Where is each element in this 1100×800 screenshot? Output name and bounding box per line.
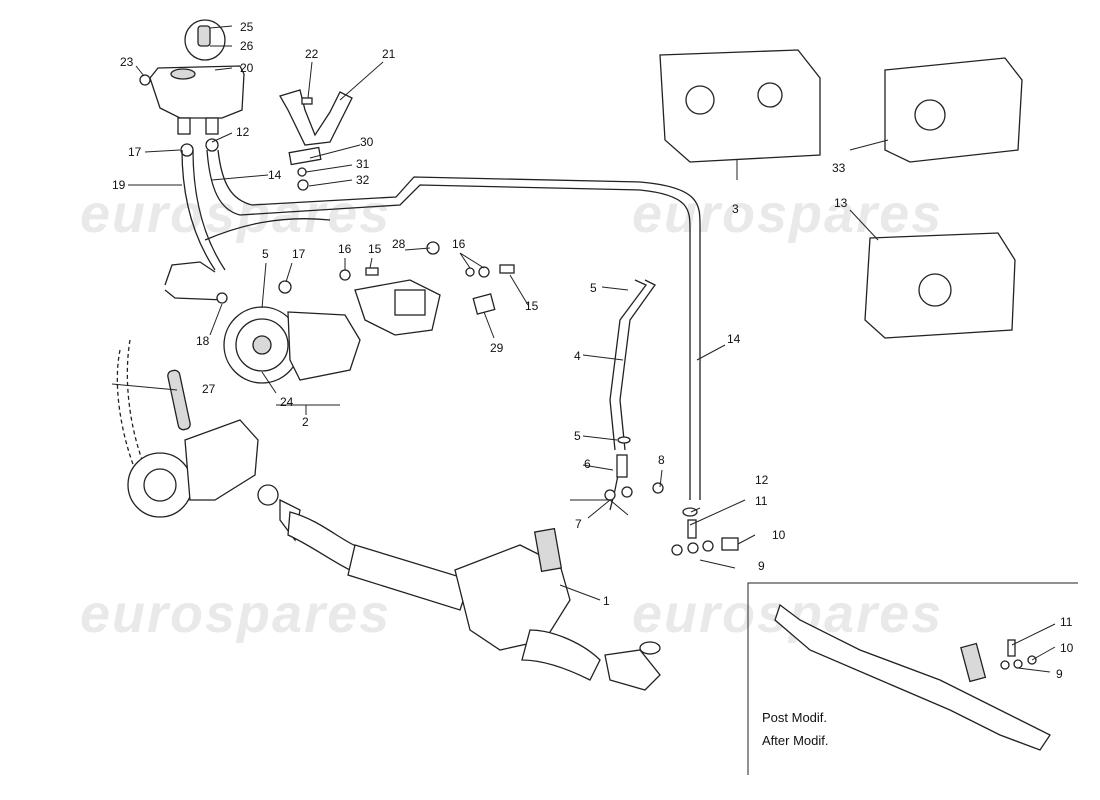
- callout-3: 3: [732, 202, 739, 216]
- callout-25: 25: [240, 20, 254, 34]
- watermark-top-right: eurospares: [632, 184, 943, 244]
- callout-labels: 25 26 23 20 22 21 12 17 30 31 32 19 14 5…: [112, 20, 1074, 681]
- watermark-layer: eurospares eurospares eurospares eurospa…: [80, 184, 943, 644]
- callout-28: 28: [392, 237, 406, 251]
- callout-17-pump: 17: [292, 247, 306, 261]
- callout-14-top: 14: [268, 168, 282, 182]
- callout-9-right: 9: [758, 559, 765, 573]
- callout-4: 4: [574, 349, 581, 363]
- callout-10-right: 10: [772, 528, 786, 542]
- callout-7: 7: [575, 517, 582, 531]
- callout-1: 1: [603, 594, 610, 608]
- callout-17-top: 17: [128, 145, 142, 159]
- callout-5-pump: 5: [262, 247, 269, 261]
- steering-rack: [257, 436, 739, 691]
- callout-16-right: 16: [452, 237, 466, 251]
- callout-15-right: 15: [525, 299, 539, 313]
- drive-belt-and-alternator: [116, 339, 259, 518]
- reservoir-assembly: [139, 19, 353, 191]
- power-steering-pump: [216, 241, 515, 384]
- callout-32: 32: [356, 173, 370, 187]
- callout-9-inset: 9: [1056, 667, 1063, 681]
- callout-20: 20: [240, 61, 254, 75]
- leader-lines: [111, 25, 1056, 673]
- inset-note-after: After Modif.: [762, 733, 828, 748]
- callout-13: 13: [834, 196, 848, 210]
- callout-2: 2: [302, 415, 309, 429]
- kit-boxes: [659, 49, 1023, 339]
- callout-11-right: 11: [755, 494, 768, 508]
- watermark-top-left: eurospares: [80, 184, 391, 244]
- callout-10-inset: 10: [1060, 641, 1074, 655]
- callout-5-hose-top: 5: [590, 281, 597, 295]
- watermark-bottom-left: eurospares: [80, 584, 391, 644]
- callout-26: 26: [240, 39, 254, 53]
- callout-23: 23: [120, 55, 134, 69]
- callout-18: 18: [196, 334, 210, 348]
- callout-11-inset: 11: [1060, 615, 1073, 629]
- callout-16-left: 16: [338, 242, 352, 256]
- callout-8: 8: [658, 453, 665, 467]
- callout-33: 33: [832, 161, 846, 175]
- callout-24: 24: [280, 395, 294, 409]
- callout-15-left: 15: [368, 242, 382, 256]
- callout-22: 22: [305, 47, 319, 61]
- callout-27: 27: [202, 382, 216, 396]
- inset-note-post: Post Modif.: [762, 710, 827, 725]
- callout-19: 19: [112, 178, 126, 192]
- callout-21: 21: [382, 47, 396, 61]
- callout-31: 31: [356, 157, 370, 171]
- callout-6: 6: [584, 457, 591, 471]
- callout-12-top: 12: [236, 125, 250, 139]
- callout-5-hose-bottom: 5: [574, 429, 581, 443]
- callout-30: 30: [360, 135, 374, 149]
- callout-29: 29: [490, 341, 504, 355]
- callout-12-right: 12: [755, 473, 769, 487]
- after-modification-inset: [747, 582, 1078, 775]
- callout-14-right: 14: [727, 332, 741, 346]
